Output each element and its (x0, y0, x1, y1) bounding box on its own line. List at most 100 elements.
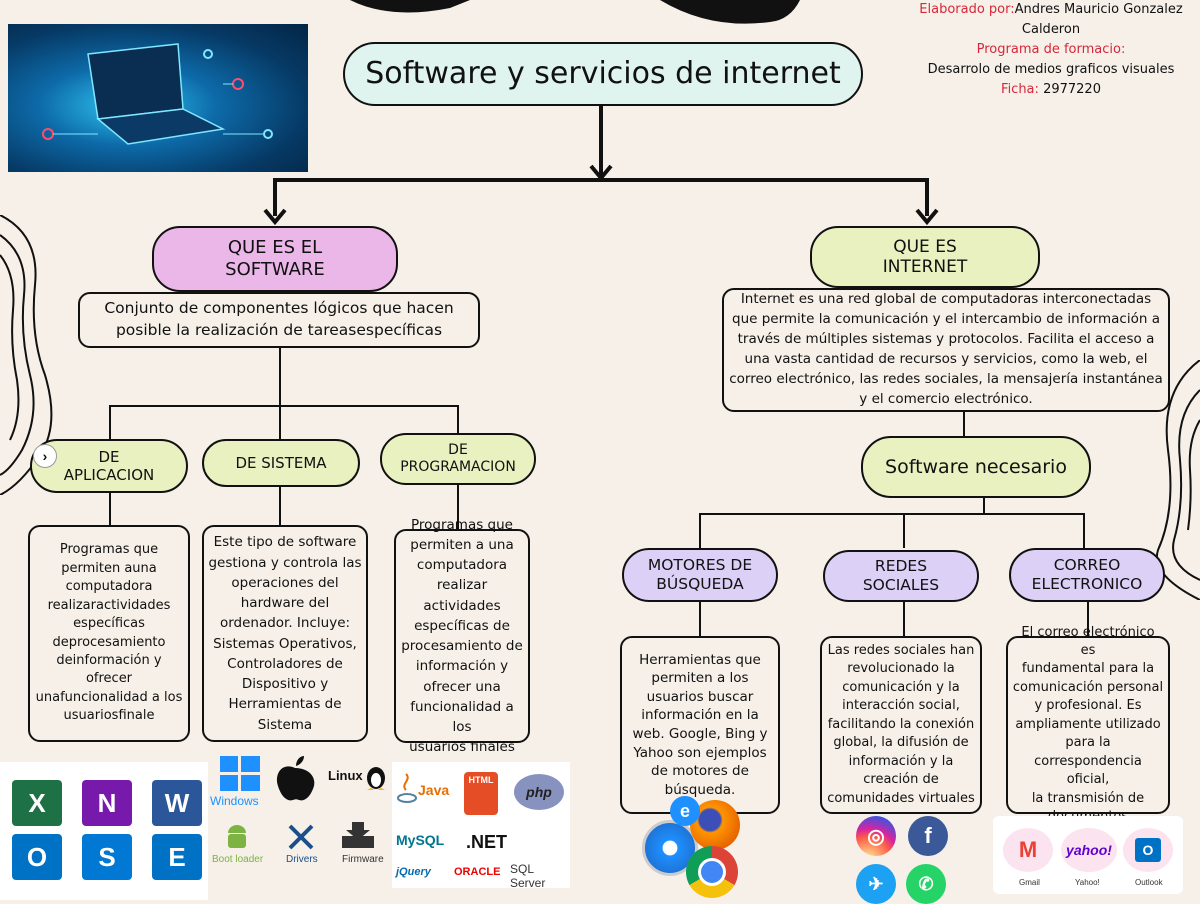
windows-icon (220, 756, 260, 791)
hero-laptop-image (8, 24, 308, 172)
connector (903, 602, 905, 636)
type-aplicacion: DE APLICACION (30, 439, 188, 493)
internet-heading: QUE ES INTERNET (810, 226, 1040, 288)
redes-description: Las redes sociales han revolucionado la … (820, 636, 982, 814)
whatsapp-icon: ✆ (906, 864, 946, 904)
type-programacion: DE PROGRAMACION (380, 433, 536, 485)
chevron-right-icon[interactable]: › (33, 444, 57, 468)
social-logos: ◎ f ✈ ✆ (852, 812, 956, 904)
aplicacion-description: Programas que permiten auna computadora … (28, 525, 190, 742)
onenote-icon: N (82, 780, 132, 826)
sqlserver-label: SQL Server (510, 862, 546, 890)
yahoo-label: Yahoo! (1075, 878, 1100, 887)
sharepoint-icon: S (82, 834, 132, 880)
ficha-number: 2977220 (1043, 82, 1101, 97)
java-label: Java (418, 782, 450, 798)
main-title-text: Software y servicios de internet (365, 56, 841, 91)
author-credits: Elaborado por:Andres Mauricio Gonzalez C… (906, 0, 1196, 100)
connector (925, 178, 929, 216)
yahoo-icon: yahoo! (1061, 828, 1117, 872)
ficha-label: Ficha: (1001, 82, 1039, 97)
connector (983, 498, 985, 514)
gmail-icon: M (1003, 828, 1053, 872)
software-necesario-text: Software necesario (885, 455, 1067, 478)
android-icon (228, 825, 246, 848)
connector (1087, 602, 1089, 636)
windows-label: Windows (210, 794, 259, 808)
browser-logos: e (642, 796, 748, 900)
firmware-label: Firmware (342, 854, 384, 865)
laptop-icon (42, 43, 273, 145)
type-redes-label: REDES SOCIALES (862, 557, 940, 594)
type-correo-label: CORREO ELECTRONICO (1031, 556, 1143, 593)
arrow-down-icon (263, 208, 287, 226)
programacion-description-text: Programas que permiten a una computadora… (401, 516, 523, 756)
programming-logos-panel: Java HTML php MySQL .NET jQuery ORACLE S… (392, 762, 570, 890)
html5-icon: HTML (464, 772, 498, 815)
connector (273, 178, 277, 216)
penguin-icon (367, 767, 385, 790)
author-label: Elaborado por: (919, 2, 1015, 17)
type-motores-label: MOTORES DE BÚSQUEDA (647, 556, 753, 593)
connector (1083, 513, 1085, 548)
redes-description-text: Las redes sociales han revolucionado la … (827, 642, 975, 806)
word-icon: W (152, 780, 202, 826)
outlook-label: Outlook (1135, 878, 1163, 887)
software-heading-text: QUE ES EL SOFTWARE (225, 237, 325, 280)
main-title: Software y servicios de internet (343, 42, 863, 106)
internet-definition: Internet es una red global de computador… (722, 288, 1170, 412)
connector (109, 405, 111, 439)
dotnet-label: .NET (466, 832, 508, 852)
connector (699, 602, 701, 636)
facebook-icon: f (908, 816, 948, 856)
connector (109, 405, 459, 407)
connector (963, 412, 965, 436)
internet-explorer-icon: e (670, 796, 700, 826)
system-logos-panel: Windows Linux Boot loader Drivers Firmwa… (210, 752, 390, 872)
aplicacion-description-text: Programas que permiten auna computadora … (35, 542, 183, 724)
jquery-label: jQuery (396, 866, 431, 878)
connector (279, 405, 281, 439)
correo-description-text: El correo electrónico es fundamental par… (1012, 624, 1164, 825)
type-motores: MOTORES DE BÚSQUEDA (622, 548, 778, 602)
connector (109, 493, 111, 525)
gmail-label: Gmail (1019, 878, 1040, 887)
internet-heading-text: QUE ES INTERNET (882, 236, 968, 277)
arrow-down-icon (915, 208, 939, 226)
software-definition: Conjunto de componentes lógicos que hace… (78, 292, 480, 348)
connector (279, 348, 281, 406)
author-name: Andres Mauricio Gonzalez Calderon (1014, 2, 1183, 37)
software-definition-text: Conjunto de componentes lógicos que hace… (104, 299, 454, 339)
firmware-icon (342, 822, 374, 848)
excel-icon: X (12, 780, 62, 826)
sistema-description-text: Este tipo de software gestiona y control… (208, 534, 362, 733)
connector (279, 487, 281, 525)
drivers-label: Drivers (286, 854, 318, 865)
php-icon: php (514, 774, 564, 810)
correo-description: El correo electrónico es fundamental par… (1006, 625, 1170, 824)
type-sistema: DE SISTEMA (202, 439, 360, 487)
instagram-icon: ◎ (856, 816, 896, 856)
java-icon (397, 773, 417, 803)
linux-label: Linux (328, 768, 363, 783)
mysql-label: MySQL (396, 832, 445, 848)
arrow-down-icon (589, 164, 613, 182)
program-name: Desarrolo de medios graficos visuales (927, 62, 1175, 77)
connector (699, 513, 1085, 515)
outlook-icon: O (12, 834, 62, 880)
type-aplicacion-label: DE APLICACION (63, 448, 155, 484)
oracle-label: ORACLE (454, 866, 501, 878)
motores-description: Herramientas que permiten a los usuarios… (620, 636, 780, 814)
type-redes: REDES SOCIALES (823, 550, 979, 602)
motores-description-text: Herramientas que permiten a los usuarios… (632, 651, 768, 798)
programacion-description: Programas que permiten a una computadora… (394, 517, 530, 755)
office-logos-panel: X N W O S E (0, 762, 208, 900)
twitter-icon: ✈ (856, 864, 896, 904)
bootloader-label: Boot loader (212, 854, 264, 865)
connector (599, 106, 603, 178)
outlook-mail-icon: O (1123, 828, 1173, 872)
type-programacion-label: DE PROGRAMACION (400, 442, 516, 475)
chrome-icon (686, 846, 738, 898)
connector (457, 405, 459, 433)
apple-icon (276, 756, 315, 801)
